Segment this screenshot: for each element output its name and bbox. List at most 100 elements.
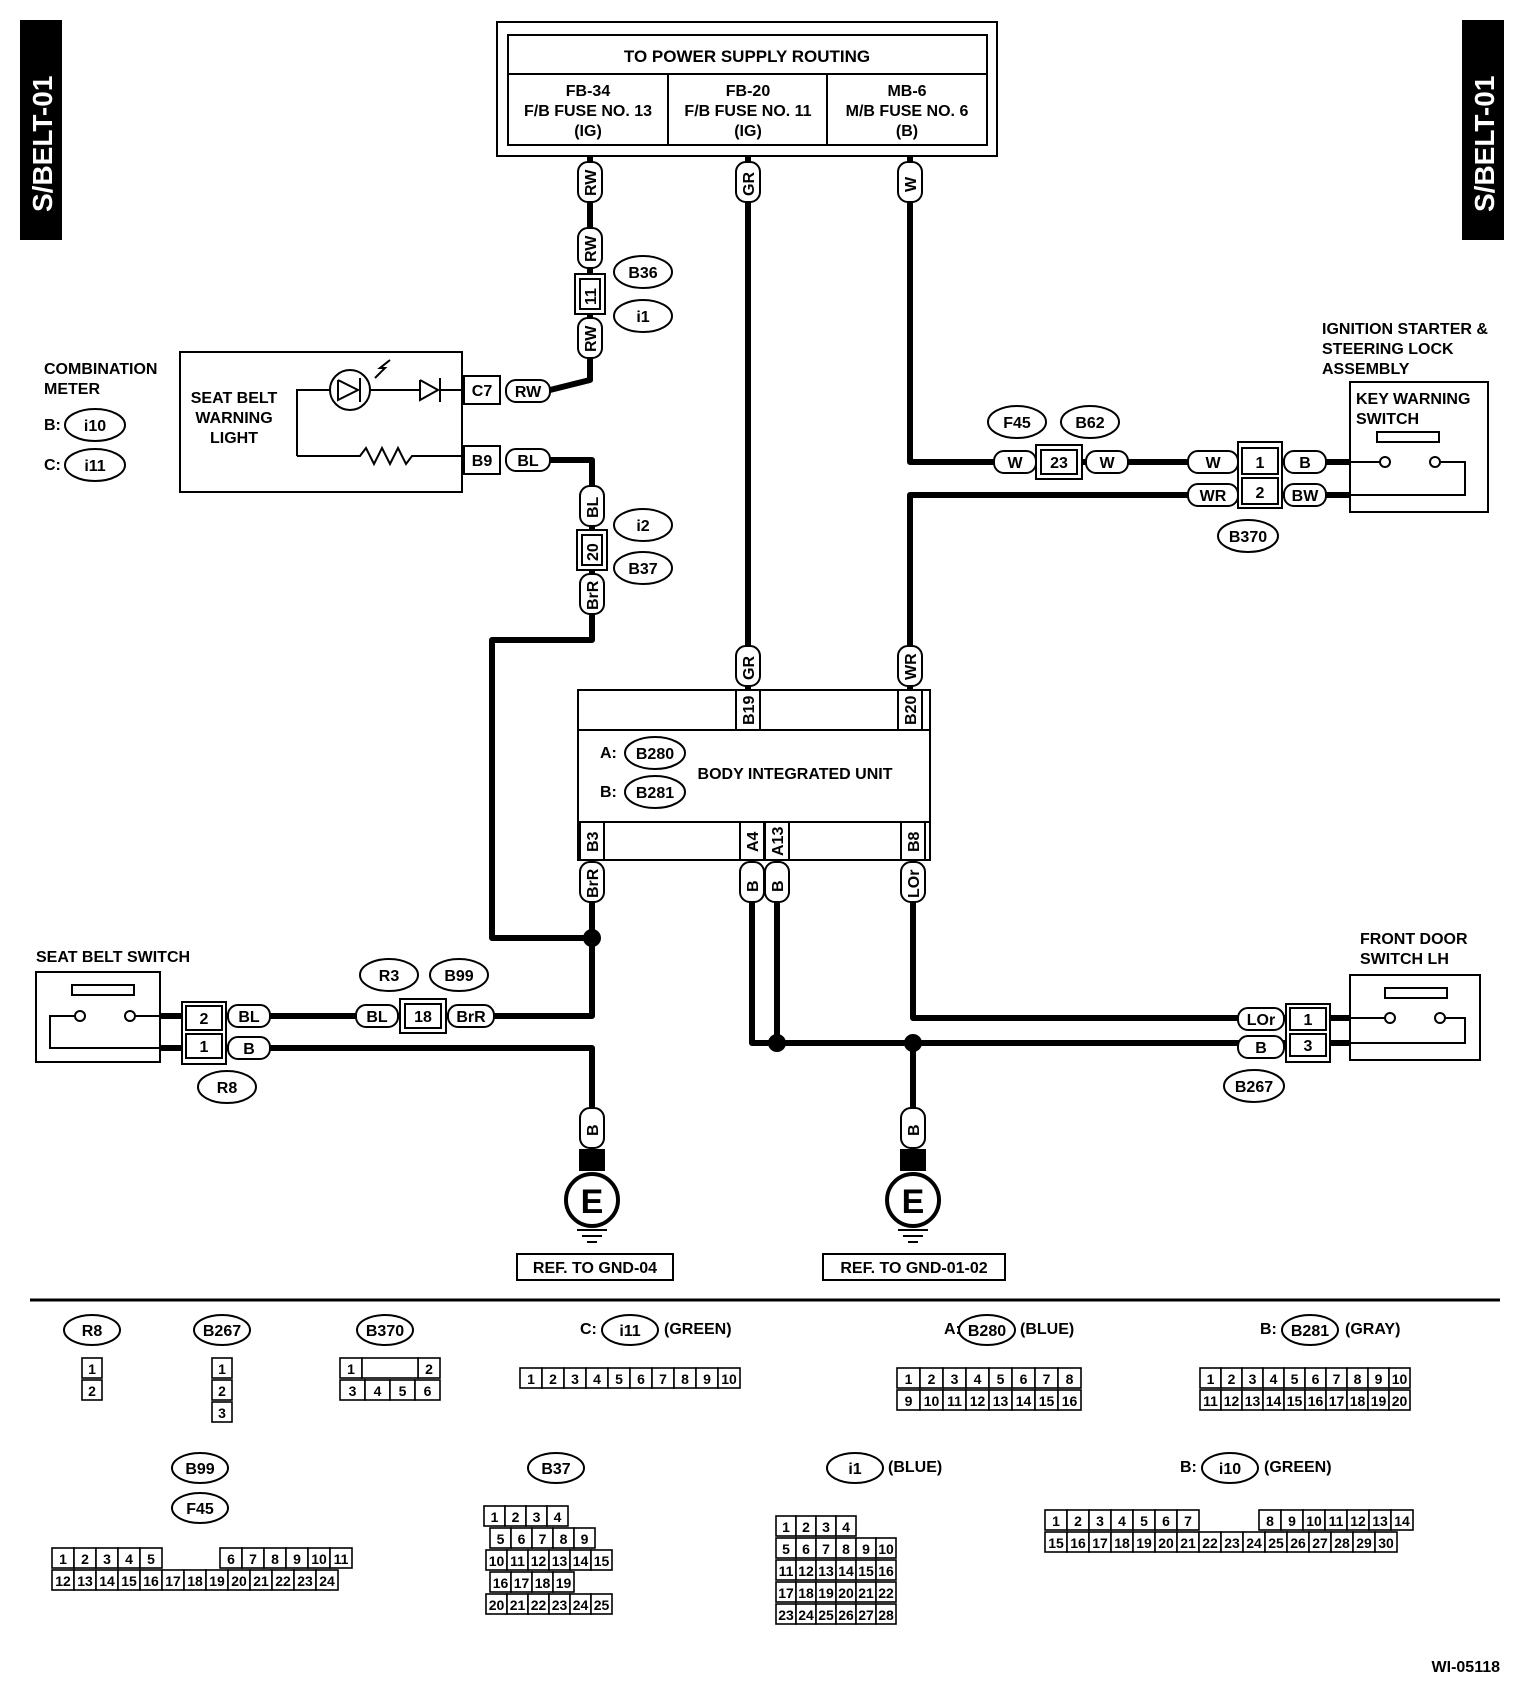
- inline-connector-b37: BL 20 BrR i2 B37: [576, 485, 673, 615]
- svg-text:LIGHT: LIGHT: [210, 430, 258, 447]
- fuse-fb34-name: F/B FUSE NO. 13: [524, 103, 652, 120]
- connector-pin: 17: [1329, 1393, 1345, 1409]
- svg-text:C:: C:: [580, 1321, 597, 1338]
- svg-text:W: W: [1205, 455, 1221, 472]
- svg-text:BrR: BrR: [585, 580, 602, 610]
- svg-text:E: E: [902, 1183, 925, 1221]
- wire-label-w: W: [903, 176, 920, 192]
- connector-pin: 6: [424, 1383, 432, 1399]
- connector-pin: 4: [125, 1551, 133, 1567]
- connector-pin: 1: [905, 1371, 913, 1387]
- svg-text:B: B: [243, 1041, 255, 1058]
- connector-pin: 27: [858, 1607, 874, 1623]
- pin-c7: C7: [472, 383, 493, 400]
- connector-pin: 1: [1052, 1513, 1060, 1529]
- svg-text:KEY WARNING: KEY WARNING: [1356, 391, 1470, 408]
- connector-pin: 16: [143, 1573, 159, 1589]
- svg-text:W: W: [1099, 455, 1115, 472]
- ground-left: B E REF. TO GND-04: [516, 1107, 674, 1281]
- connector-pin: 21: [858, 1585, 874, 1601]
- svg-text:BL: BL: [585, 496, 602, 518]
- connector-pin: 10: [311, 1551, 327, 1567]
- connector-pin: 3: [1249, 1371, 1257, 1387]
- svg-text:20: 20: [585, 543, 602, 561]
- connector-pin: 5: [147, 1551, 155, 1567]
- fuse-fb34-id: FB-34: [566, 83, 611, 100]
- connector-pin: 25: [818, 1607, 834, 1623]
- connector-pin: 9: [905, 1393, 913, 1409]
- connector-pin: 17: [165, 1573, 181, 1589]
- svg-text:LOr: LOr: [1247, 1012, 1275, 1029]
- connector-pin: 24: [573, 1597, 589, 1613]
- conn-label-b280: B280: [636, 746, 674, 763]
- connector-pin: 1: [491, 1509, 499, 1525]
- svg-text:B:: B:: [600, 784, 617, 801]
- connector-pin: 20: [231, 1573, 247, 1589]
- connector-pin: 9: [581, 1531, 589, 1547]
- svg-text:1: 1: [200, 1039, 209, 1056]
- connector-pin: 1: [1207, 1371, 1215, 1387]
- connector-pin: 5: [497, 1531, 505, 1547]
- connector-pin: 6: [802, 1541, 810, 1557]
- svg-text:18: 18: [414, 1009, 432, 1026]
- connector-pin: 11: [779, 1563, 794, 1579]
- svg-text:BrR: BrR: [585, 868, 602, 898]
- svg-text:W: W: [1007, 455, 1023, 472]
- svg-text:WR: WR: [903, 653, 920, 680]
- connector-pin: 18: [798, 1585, 814, 1601]
- svg-text:1: 1: [1256, 455, 1265, 472]
- connector-pin: 24: [1246, 1535, 1262, 1551]
- connector-pin: 2: [218, 1383, 226, 1399]
- connector-pin: 8: [271, 1551, 279, 1567]
- svg-text:(GREEN): (GREEN): [1264, 1459, 1332, 1476]
- connector-pin: 16: [1062, 1393, 1078, 1409]
- wire-label-gr: GR: [741, 172, 758, 196]
- connector-pin: 6: [1312, 1371, 1320, 1387]
- connector-pin: 1: [347, 1361, 355, 1377]
- connector-pin: 5: [782, 1541, 790, 1557]
- conn-label-b370: B370: [1229, 529, 1267, 546]
- connector-pin: 6: [1020, 1371, 1028, 1387]
- junction-dot: [768, 1034, 786, 1052]
- connector-pin: 1: [59, 1551, 67, 1567]
- connector-pin: 24: [798, 1607, 814, 1623]
- connector-pin: 2: [802, 1519, 810, 1535]
- connector-pin: 14: [838, 1563, 854, 1579]
- junction-dot: [904, 1034, 922, 1052]
- connector-pin: 3: [951, 1371, 959, 1387]
- junction-dot: [583, 929, 601, 947]
- svg-text:B: B: [1299, 455, 1311, 472]
- connector-pin: 3: [349, 1383, 357, 1399]
- connector-pin: 21: [253, 1573, 269, 1589]
- connector-pin: 5: [399, 1383, 407, 1399]
- connector-pin: 15: [1048, 1535, 1064, 1551]
- svg-text:B: B: [1255, 1040, 1267, 1057]
- power-supply-box: TO POWER SUPPLY ROUTING FB-34 F/B FUSE N…: [496, 21, 998, 157]
- svg-text:BL: BL: [238, 1009, 260, 1026]
- svg-text:SWITCH LH: SWITCH LH: [1360, 951, 1449, 968]
- seat-belt-switch: SEAT BELT SWITCH 2 1 BL B R8: [35, 949, 271, 1104]
- svg-text:SEAT BELT: SEAT BELT: [191, 390, 278, 407]
- connector-pin: 12: [531, 1553, 547, 1569]
- connector-pin: 25: [1268, 1535, 1284, 1551]
- connector-pin: 20: [489, 1597, 505, 1613]
- connector-pin: 2: [928, 1371, 936, 1387]
- connector-pin: 28: [878, 1607, 894, 1623]
- inline-connector-r3: R3 B99 BL 18 BrR: [355, 958, 495, 1034]
- svg-text:B3: B3: [585, 831, 602, 852]
- svg-text:SEAT BELT SWITCH: SEAT BELT SWITCH: [36, 949, 190, 966]
- svg-text:BW: BW: [1292, 488, 1320, 505]
- svg-text:2: 2: [200, 1011, 209, 1028]
- connector-pin: 18: [1114, 1535, 1130, 1551]
- conn-label-i1: i1: [636, 309, 649, 326]
- connector-pin: 18: [535, 1575, 551, 1591]
- connector-pin: 13: [1372, 1513, 1388, 1529]
- svg-text:B:: B:: [1260, 1321, 1277, 1338]
- svg-text:B: B: [745, 880, 762, 892]
- connector-pin: 8: [842, 1541, 850, 1557]
- connector-pin: 3: [533, 1509, 541, 1525]
- connector-pin: 19: [209, 1573, 225, 1589]
- conn-label-i11: i11: [84, 458, 105, 475]
